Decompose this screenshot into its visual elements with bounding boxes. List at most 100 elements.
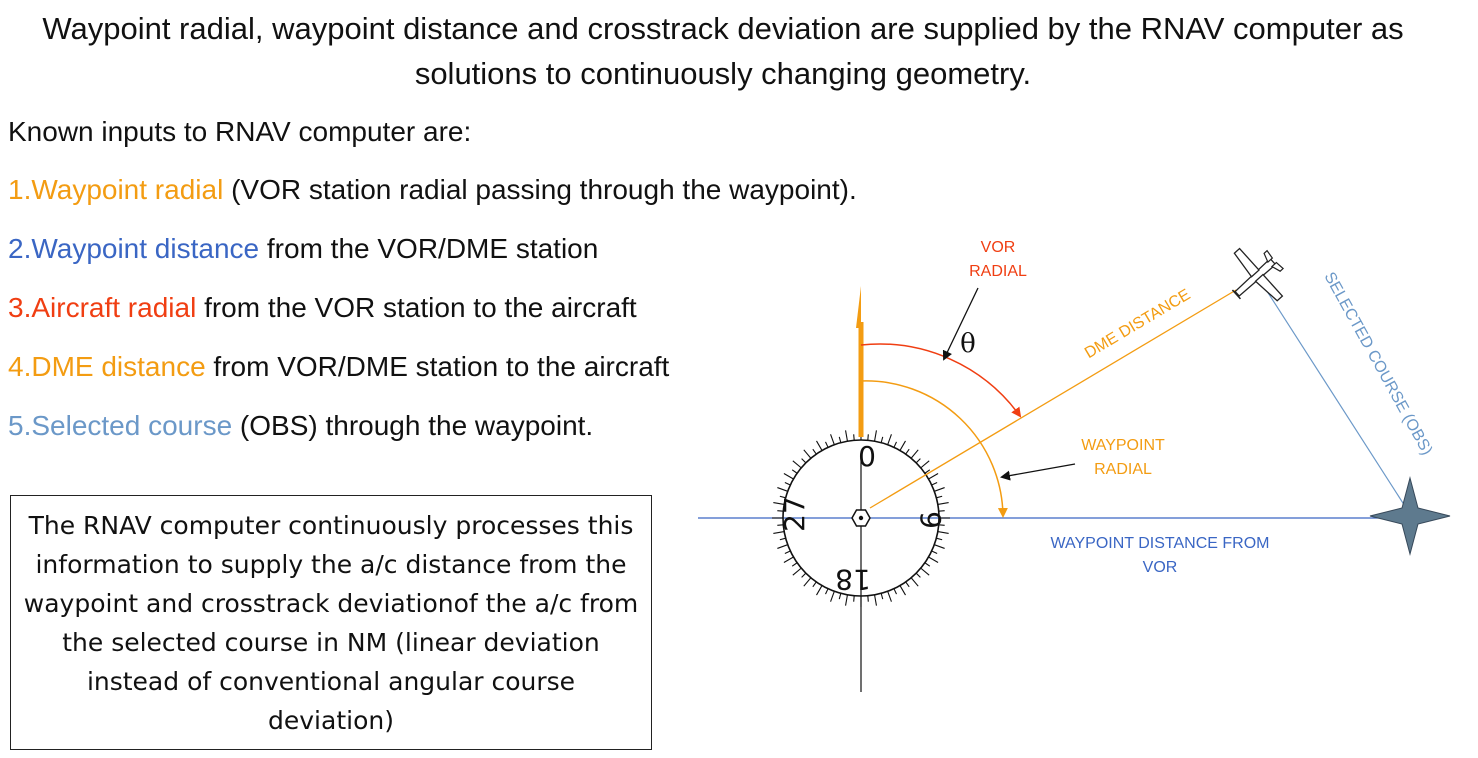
waypoint-distance-label-line2: VOR: [1143, 559, 1178, 576]
vor-radial-arc: [860, 343, 1022, 418]
compass-tick: [779, 537, 786, 541]
compass-tick: [873, 594, 877, 606]
compass-tick: [853, 434, 855, 441]
compass-tick: [937, 502, 949, 506]
compass-tick: [880, 593, 884, 600]
compass-tick: [777, 524, 784, 526]
compass-tick: [792, 460, 802, 469]
input-description: (OBS) through the waypoint.: [232, 410, 594, 441]
compass-tick: [792, 567, 802, 576]
compass-tick: [777, 487, 788, 492]
compass-tick: [773, 502, 785, 506]
compass-tick: [934, 544, 945, 549]
compass-tick: [784, 482, 791, 486]
compass-tick: [920, 460, 930, 469]
compass-tick: [777, 510, 784, 512]
compass-tick: [838, 593, 842, 600]
waypoint-distance-label-line1: WAYPOINT DISTANCE FROM: [1051, 535, 1270, 552]
slide-title: Waypoint radial, waypoint distance and c…: [42, 11, 1404, 91]
compass-tick: [893, 441, 897, 448]
rnav-explanation-box: The RNAV computer continuously processes…: [10, 495, 652, 750]
compass-tick: [845, 430, 849, 442]
compass-tick: [783, 556, 794, 563]
input-item-aircraft-radial: 3.Aircraft radial from the VOR station t…: [8, 288, 637, 328]
compass-tick: [816, 585, 823, 596]
input-description: from the VOR station to the aircraft: [196, 292, 637, 323]
compass-tick: [830, 434, 835, 445]
compass-tick: [905, 581, 910, 588]
north-pointer-flag: [856, 286, 861, 328]
input-label: 1.Waypoint radial: [8, 174, 224, 205]
compass-tick: [905, 448, 910, 455]
compass-tick: [934, 487, 945, 492]
compass-label-east: 9: [914, 511, 947, 529]
compass-tick: [899, 585, 906, 596]
compass-tick: [830, 591, 835, 602]
compass-rose: [782, 439, 940, 597]
compass-tick: [920, 567, 930, 576]
compass-tick: [825, 588, 829, 595]
north-pointer-shaft: [858, 322, 864, 437]
compass-tick: [893, 588, 897, 595]
compass-label-west: 27: [778, 496, 811, 532]
vor-station-dot: [858, 515, 864, 521]
theta-label: θ: [960, 329, 976, 359]
vor-radial-label-line2: RADIAL: [969, 263, 1027, 280]
input-label: 5.Selected course: [8, 410, 233, 441]
dme-distance-line: [869, 289, 1237, 509]
compass-tick: [777, 544, 788, 549]
aircraft-icon: [1231, 247, 1285, 302]
compass-tick: [910, 449, 919, 459]
compass-tick: [915, 572, 921, 578]
compass-tick: [915, 458, 921, 464]
compass-label-south: 18: [835, 563, 871, 596]
compass-tick: [938, 510, 945, 512]
input-description: from VOR/DME station to the aircraft: [205, 351, 670, 382]
compass-tick: [887, 591, 892, 602]
compass-tick: [928, 556, 939, 563]
inputs-intro: Known inputs to RNAV computer are:: [8, 116, 472, 147]
compass-tick: [783, 473, 794, 480]
compass-tick: [812, 448, 817, 455]
compass-tick: [816, 440, 823, 451]
compass-tick: [924, 562, 931, 567]
compass-tick: [779, 495, 786, 499]
selected-course-label: SELECTED COURSE (OBS): [1321, 269, 1436, 458]
compass-tick: [791, 562, 798, 567]
input-description: (VOR station radial passing through the …: [223, 174, 857, 205]
input-item-waypoint-radial: 1.Waypoint radial (VOR station radial pa…: [8, 170, 857, 210]
compass-tick: [853, 595, 855, 602]
waypoint-radial-label-line2: RADIAL: [1094, 461, 1152, 478]
compass-tick: [838, 436, 842, 443]
compass-tick: [873, 430, 877, 442]
compass-tick-marks: [772, 429, 950, 607]
waypoint-radial-arc: [860, 380, 1008, 518]
compass-tick: [803, 449, 812, 459]
compass-tick: [845, 594, 849, 606]
compass-tick: [867, 434, 869, 441]
compass-tick: [936, 495, 943, 499]
vor-radial-label-line1: VOR: [981, 239, 1016, 256]
compass-tick: [938, 524, 945, 526]
compass-tick: [803, 577, 812, 587]
compass-tick: [791, 469, 798, 474]
compass-tick: [924, 469, 931, 474]
compass-tick: [910, 577, 919, 587]
input-label: 4.DME distance: [8, 351, 206, 382]
compass-tick: [825, 441, 829, 448]
compass-tick: [887, 434, 892, 445]
compass-tick: [928, 473, 939, 480]
input-label: 3.Aircraft radial: [8, 292, 197, 323]
compass-tick: [773, 530, 785, 534]
compass-tick: [880, 436, 884, 443]
compass-tick: [931, 482, 938, 486]
waypoint-radial-label-line1: WAYPOINT: [1081, 437, 1165, 454]
compass-tick: [937, 530, 949, 534]
selected-course-line: [1255, 273, 1411, 515]
input-description: from the VOR/DME station: [259, 233, 599, 264]
compass-tick: [801, 458, 807, 464]
waypoint-star-icon: [1369, 476, 1451, 556]
compass-tick: [936, 537, 943, 541]
compass-label-north: 0: [858, 440, 876, 473]
